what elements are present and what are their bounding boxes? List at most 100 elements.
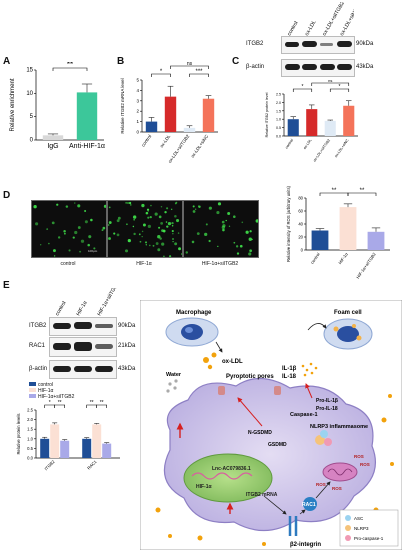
fluorescent-cell bbox=[124, 249, 129, 253]
blot-e-actin-label: β-actin bbox=[29, 366, 48, 372]
fluorescent-cell bbox=[171, 237, 175, 241]
y-axis-label: Relative enrichment bbox=[10, 78, 16, 131]
legend-item: control bbox=[29, 382, 74, 388]
fluorescent-cell bbox=[56, 203, 59, 206]
blot-c-itgb2-size: 90kDa bbox=[356, 41, 374, 47]
sig-bracket bbox=[189, 73, 209, 77]
legend-swatch bbox=[29, 388, 36, 392]
fluorescent-cell bbox=[72, 236, 75, 239]
y-axis-label: Relative ITGB2 mRNA level bbox=[120, 78, 125, 133]
y-tick-label: 0 bbox=[136, 130, 139, 135]
y-tick-label: 0 bbox=[30, 138, 34, 144]
fluorescent-cell bbox=[217, 245, 219, 247]
x-tick-label: ITGB2 bbox=[44, 459, 57, 472]
bar bbox=[324, 120, 336, 136]
legend-swatch bbox=[29, 382, 36, 386]
legend-label: HIF-1α bbox=[38, 388, 54, 394]
fluorescent-cell bbox=[162, 229, 166, 233]
x-tick-label: ox-LDL+siITGB2 bbox=[167, 133, 191, 164]
fluorescent-cell bbox=[138, 233, 141, 236]
sig-label: ** bbox=[58, 400, 62, 406]
fluorescent-cell bbox=[68, 249, 71, 252]
bar bbox=[287, 119, 299, 136]
fluorescent-cell bbox=[108, 221, 112, 224]
blot-e-itgb2 bbox=[49, 317, 117, 336]
bar bbox=[50, 424, 60, 458]
y-tick-label: 0 bbox=[301, 248, 304, 253]
y-tick-label: 5 bbox=[136, 78, 139, 83]
legend-nlrp3: NLRP3 bbox=[354, 526, 369, 531]
blot-band bbox=[53, 343, 71, 350]
blot-band bbox=[95, 324, 113, 328]
x-tick-label: HIF-1α+siITGB2 bbox=[355, 251, 377, 279]
fluorescent-cell bbox=[152, 244, 155, 247]
fluorescent-cell bbox=[235, 245, 239, 248]
sig-label: * bbox=[160, 69, 163, 75]
blot-band bbox=[74, 322, 92, 329]
sig-label: *** bbox=[195, 69, 203, 75]
fluorescent-cell bbox=[108, 224, 110, 226]
fluorescent-cell bbox=[33, 205, 37, 209]
legend-item: HIF-1α+siITGB2 bbox=[29, 394, 74, 400]
blot-e-rac1-label: RAC1 bbox=[29, 343, 46, 349]
blot-e-rac1-size: 21kDa bbox=[118, 343, 136, 349]
blot-e-rac1 bbox=[49, 337, 117, 357]
fluorescent-cell bbox=[144, 241, 148, 244]
blot-band bbox=[337, 64, 352, 70]
il18-label: IL-18 bbox=[282, 374, 297, 380]
fluorescent-cell bbox=[249, 230, 252, 233]
sig-label: ** bbox=[360, 188, 365, 194]
cytokine-dots bbox=[301, 362, 318, 377]
legend-swatch bbox=[29, 394, 36, 398]
fluorescent-cell bbox=[255, 219, 258, 223]
fluorescent-cell bbox=[87, 243, 90, 247]
fluorescent-cell bbox=[249, 249, 253, 253]
fluorescent-cell bbox=[236, 252, 240, 255]
fluorescent-cell bbox=[178, 247, 182, 251]
macrophage-cell bbox=[165, 317, 219, 347]
legend-pro-caspase: Pro-caspase-1 bbox=[354, 536, 384, 541]
fluorescent-cell bbox=[163, 255, 165, 257]
fluorescent-cell bbox=[53, 255, 56, 257]
y-axis-label: Relative ITGB2 protein level bbox=[265, 92, 269, 137]
sig-bracket bbox=[311, 82, 350, 86]
fluorescent-cell bbox=[164, 210, 167, 214]
y-tick-label: 2.0 bbox=[27, 417, 33, 422]
x-tick-label: ox-LDL+siNC bbox=[334, 138, 350, 158]
fluorescent-cell bbox=[101, 229, 104, 231]
il1b-label: IL-1β bbox=[282, 366, 297, 372]
fluorescent-cell bbox=[192, 205, 195, 208]
y-tick-label: 2 bbox=[136, 109, 139, 114]
blot-band bbox=[285, 42, 299, 47]
fluorescent-cell bbox=[170, 208, 173, 211]
ros-label-3: ROS bbox=[316, 482, 326, 487]
legend-label: HIF-1α+siITGB2 bbox=[38, 394, 75, 400]
fluorescent-cell bbox=[204, 232, 208, 236]
bar bbox=[306, 109, 318, 136]
fluorescent-cell bbox=[172, 233, 174, 235]
blot-c-actin-label: β-actin bbox=[246, 64, 265, 70]
y-tick-label: 1.0 bbox=[276, 118, 281, 122]
bar bbox=[42, 135, 64, 140]
sig-bracket bbox=[151, 73, 171, 77]
fluorescent-cell bbox=[165, 221, 168, 223]
y-tick-label: 1.5 bbox=[276, 109, 281, 113]
rac1-node bbox=[303, 497, 317, 511]
x-tick-label: ox-LDL+siNC bbox=[190, 133, 210, 159]
blot-c-actin bbox=[281, 59, 355, 77]
blot-band bbox=[285, 64, 300, 70]
fluorescent-cell bbox=[216, 210, 220, 215]
mitochondrion bbox=[322, 462, 358, 482]
blot-e-actin-size: 43kDa bbox=[118, 366, 136, 372]
sig-bracket bbox=[329, 88, 350, 92]
fluorescent-cell bbox=[65, 205, 69, 208]
fluorescent-cell bbox=[149, 215, 152, 219]
y-tick-label: 15 bbox=[26, 68, 33, 74]
fluorescent-cell bbox=[108, 237, 111, 240]
fluorescent-cell bbox=[167, 222, 172, 226]
foam-arrow bbox=[307, 323, 327, 331]
extracellular-dots bbox=[155, 394, 394, 546]
fluorescent-cell bbox=[205, 223, 208, 226]
